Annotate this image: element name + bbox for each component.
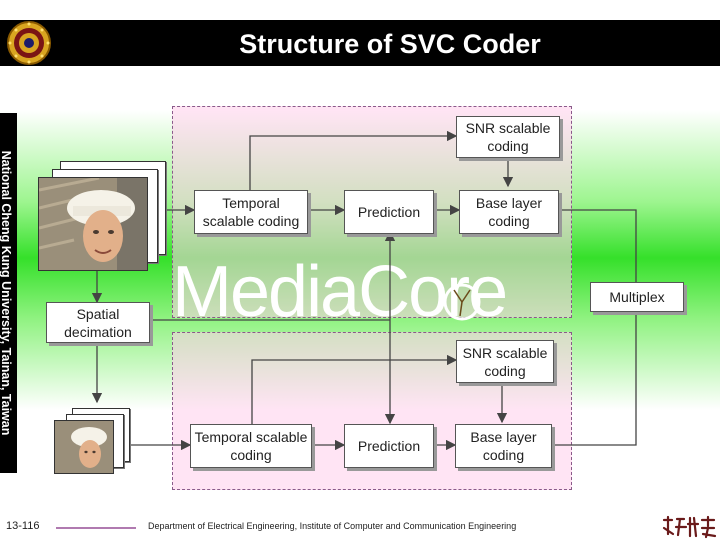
bottom-snr-scalable-coding-box: SNR scalable coding bbox=[456, 340, 554, 383]
top-base-layer-coding-box: Base layer coding bbox=[459, 190, 559, 234]
mediacore-watermark: MediaCore bbox=[172, 252, 508, 332]
multiplex-box: Multiplex bbox=[590, 282, 684, 312]
slide-number: 13-116 bbox=[6, 520, 40, 532]
top-temporal-scalable-coding-box: Temporal scalable coding bbox=[194, 190, 308, 234]
slide-title: Structure of SVC Coder bbox=[239, 29, 541, 59]
small-video-frame-face-image bbox=[54, 420, 114, 474]
university-seal-icon bbox=[2, 20, 56, 66]
top-snr-scalable-coding-box: SNR scalable coding bbox=[456, 116, 560, 158]
spatial-decimation-box: Spatial decimation bbox=[46, 302, 150, 343]
department-name: Department of Electrical Engineering, In… bbox=[148, 521, 517, 531]
bottom-temporal-scalable-coding-box: Temporal scalable coding bbox=[190, 424, 312, 468]
bottom-prediction-box: Prediction bbox=[344, 424, 434, 468]
title-bar bbox=[0, 20, 720, 66]
top-prediction-box: Prediction bbox=[344, 190, 434, 234]
footer-divider bbox=[56, 527, 136, 529]
calligraphy-logo-icon bbox=[660, 514, 718, 540]
bottom-base-layer-coding-box: Base layer coding bbox=[455, 424, 552, 468]
video-frame-face-image bbox=[38, 177, 148, 271]
